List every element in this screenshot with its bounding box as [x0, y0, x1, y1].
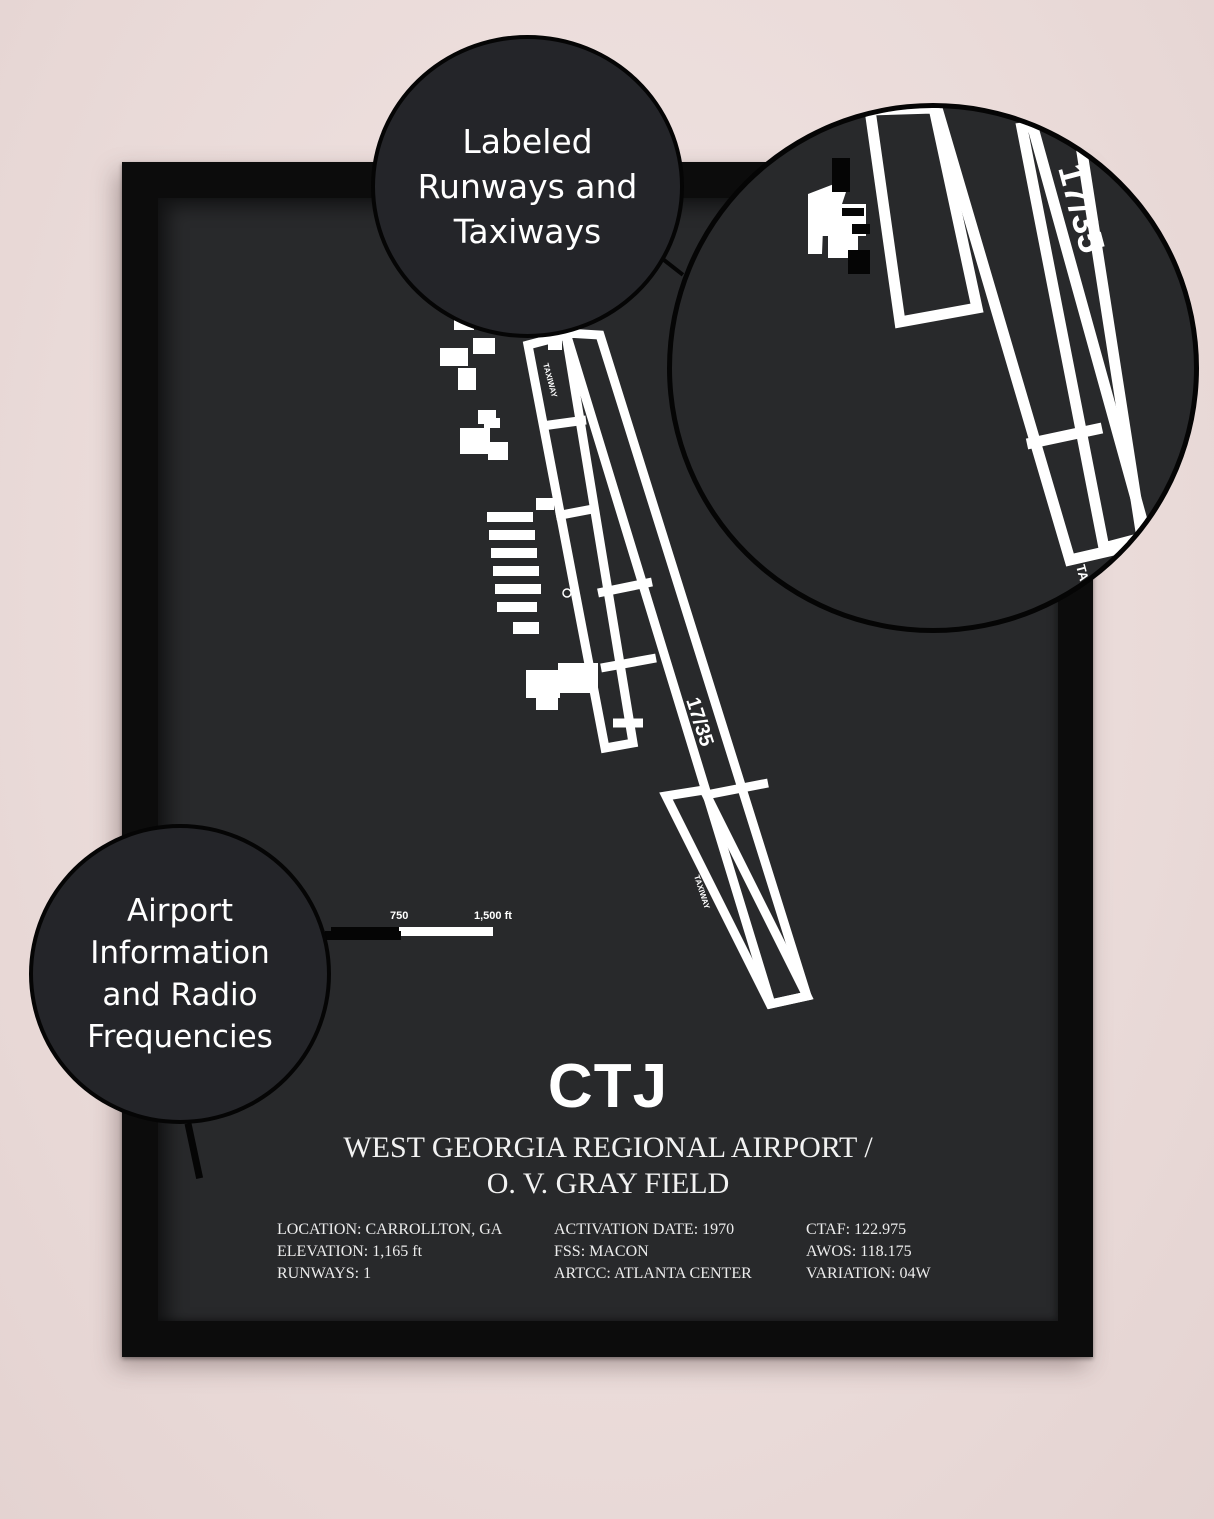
tee-hangar-2: [489, 530, 535, 540]
info-awos: AWOS: 118.175: [806, 1243, 912, 1260]
taxiway-label-north: TAXIWAY: [541, 362, 559, 399]
zoom-apron: [864, 108, 984, 329]
hangar-8: [484, 418, 500, 428]
hangar-10: [526, 670, 560, 698]
info-runways: RUNWAYS: 1: [277, 1265, 372, 1282]
connector-taxiway-3: [597, 577, 653, 598]
info-elevation: ELEVATION: 1,165 ft: [277, 1243, 423, 1260]
zoom-detail-circle: 17/35 TA: [667, 103, 1199, 633]
zoom-taxiway-label: TA: [1073, 563, 1092, 583]
zoom-hangar-1: [808, 184, 846, 254]
zoom-shadow-2: [842, 208, 864, 216]
info-callout-text: Airport Information and Radio Frequencie…: [87, 893, 273, 1055]
info-artcc: ARTCC: ATLANTA CENTER: [554, 1265, 752, 1282]
airport-diagram: 17/35 TAXIWAY TAXIWAY: [331, 316, 814, 1010]
hangar-6: [460, 428, 490, 454]
connector-taxiway-5: [705, 778, 769, 800]
tee-hangar-1: [487, 512, 533, 522]
connector-taxiway-2: [555, 503, 599, 521]
hangar-11: [536, 698, 558, 710]
runways-callout: Labeled Runways and Taxiways: [371, 35, 684, 338]
hangar-7: [488, 442, 508, 460]
info-activation-date: ACTIVATION DATE: 1970: [554, 1221, 735, 1238]
scale-label-1500: 1,500 ft: [474, 910, 512, 922]
connector-taxiway-1: [541, 415, 587, 431]
info-column-2: ACTIVATION DATE: 1970 FSS: MACON ARTCC: …: [554, 1219, 752, 1285]
zoom-connector: [1025, 422, 1104, 450]
info-column-3: CTAF: 122.975 AWOS: 118.175 VARIATION: 0…: [806, 1219, 931, 1285]
tee-hangar-6: [497, 602, 537, 612]
info-column-1: LOCATION: CARROLLTON, GA ELEVATION: 1,16…: [277, 1219, 502, 1285]
runways-callout-text: Labeled Runways and Taxiways: [417, 122, 638, 251]
apron-3: [558, 663, 598, 693]
info-callout: Airport Information and Radio Frequencie…: [29, 824, 331, 1124]
zoom-detail-diagram: 17/35 TA: [808, 108, 1155, 583]
zoom-shadow-3: [852, 224, 870, 234]
parallel-taxiway-south: [659, 785, 814, 1010]
zoom-taxiway: [931, 108, 1155, 567]
apron-1: [548, 336, 562, 350]
hangar-4: [473, 338, 495, 354]
zoom-shadow-1: [832, 158, 850, 192]
hangar-3: [458, 368, 476, 390]
hangar-9: [513, 622, 539, 634]
info-fss: FSS: MACON: [554, 1243, 649, 1260]
airport-name-line-1: WEST GEORGIA REGIONAL AIRPORT /: [343, 1131, 873, 1164]
info-callout-connector-horizontal: [325, 931, 401, 940]
tee-hangar-5: [495, 584, 541, 594]
scale-label-750: 750: [390, 910, 409, 922]
info-location: LOCATION: CARROLLTON, GA: [277, 1221, 503, 1238]
beacon-icon: [562, 588, 572, 598]
airport-name: WEST GEORGIA REGIONAL AIRPORT / O. V. GR…: [158, 1130, 1058, 1202]
scale-bar-light: [399, 927, 493, 936]
connector-taxiway-4: [600, 653, 657, 673]
airport-code: CTJ: [547, 1052, 669, 1121]
airport-poster: 17/35 TAXIWAY TAXIWAY 750 1,500 ft CTJ W…: [158, 198, 1058, 1321]
tee-hangar-4: [493, 566, 539, 576]
info-variation: VARIATION: 04W: [806, 1265, 931, 1282]
apron-2: [536, 498, 554, 510]
tee-hangar-3: [491, 548, 537, 558]
zoom-shadow-4: [848, 250, 870, 274]
airport-name-line-2: O. V. GRAY FIELD: [486, 1167, 730, 1200]
info-ctaf: CTAF: 122.975: [806, 1221, 907, 1238]
hangar-2: [440, 348, 468, 366]
